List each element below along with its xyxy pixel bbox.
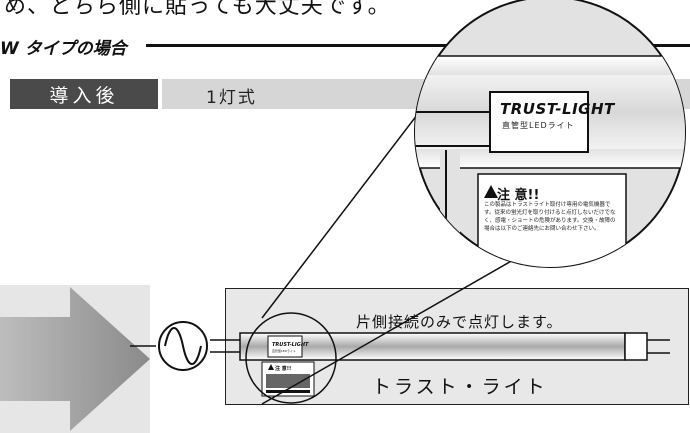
led-tube — [239, 332, 626, 361]
title-rule — [146, 44, 690, 47]
warning-sticker-zoom — [477, 173, 627, 267]
focus-ring-small — [245, 312, 337, 404]
right-arrow-icon — [0, 287, 150, 431]
brand-name-jp: トラスト・ライト — [372, 376, 548, 398]
arrow-panel — [0, 285, 150, 433]
lamp-label-zoom — [489, 91, 589, 153]
tube-end-cap — [624, 332, 648, 361]
intro-text: め、どちら側に貼っても大丈夫です。 — [4, 0, 391, 19]
warning-triangle-icon — [484, 185, 498, 198]
warning-title-zoom: 注 意!! — [497, 188, 540, 203]
warning-title-small: 注 意!! — [275, 366, 292, 372]
section-title: W タイプの場合 — [0, 39, 127, 59]
type-label: 1灯式 — [206, 88, 257, 108]
lamp-logo-zoom: TRUST-LIGHT — [500, 100, 615, 118]
lamp-caption: 片側接続のみで点灯します。 — [356, 313, 563, 331]
lamp-subtitle-small: 直管型LEDライト — [272, 349, 296, 353]
after-install-tag: 導入後 — [10, 79, 158, 109]
lamp-label-small — [267, 335, 303, 358]
lamp-logo-small: TRUST-LIGHT — [272, 342, 309, 348]
warning-text-zoom: この製品はトラストライト取付け専用の電気機器です。従来の蛍光灯を取り付けると点灯… — [484, 202, 616, 232]
lamp-subtitle-zoom: 直管型LEDライト — [502, 121, 575, 130]
